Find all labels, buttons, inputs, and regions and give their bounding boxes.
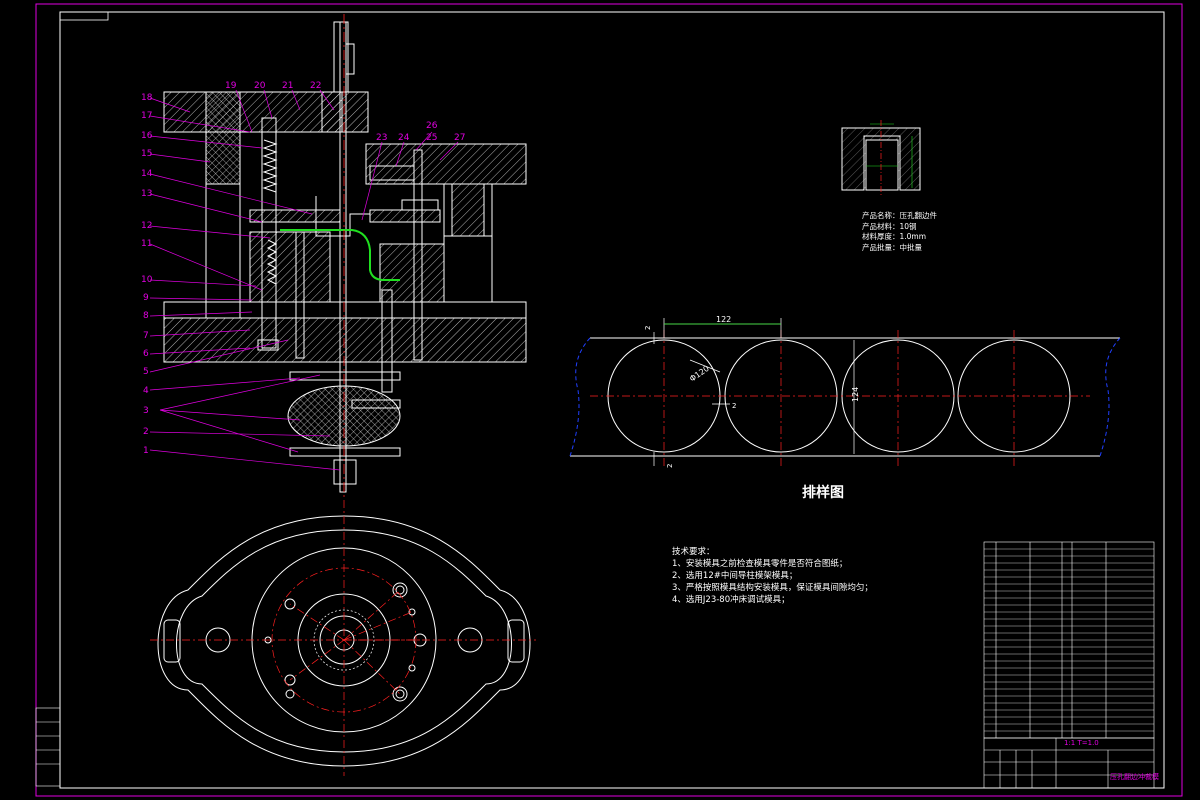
section-view xyxy=(163,21,527,493)
tech-requirement-item: 4、选用J23-80冲床调试模具； xyxy=(672,595,790,605)
product-dims xyxy=(866,123,913,188)
part-number: 20 xyxy=(254,81,266,91)
part-number: 6 xyxy=(143,349,149,359)
tech-requirements-title: 技术要求： xyxy=(672,547,715,557)
part-number: 8 xyxy=(143,311,149,321)
tech-requirement-item: 3、严格按照模具结构安装模具，保证模具间隙均匀； xyxy=(672,583,873,593)
part-numbers: 1 2 3 4 5 6 7 8 9 10 11 12 13 14 15 16 1… xyxy=(141,81,465,456)
part-number: 1 xyxy=(143,446,149,456)
diameter-dimension: Φ120 xyxy=(688,364,711,384)
left-stamp-box xyxy=(35,707,61,787)
outer-frame xyxy=(35,3,1183,797)
edge-dimension-top: 2 xyxy=(644,326,652,330)
part-number: 10 xyxy=(141,275,153,285)
part-number: 15 xyxy=(141,149,152,159)
product-info-line: 产品批量：中批量 xyxy=(862,242,922,252)
product-info: 产品名称：压孔翻边件 产品材料：10钢 材料厚度：1.0mm 产品批量：中批量 xyxy=(862,211,937,253)
scale-thickness-note: 1:1 T=1.0 xyxy=(1064,739,1099,747)
title-block xyxy=(983,737,1155,789)
part-number: 22 xyxy=(310,81,321,91)
part-number: 26 xyxy=(426,121,438,131)
product-info-line: 产品材料：10钢 xyxy=(862,221,917,231)
product-profile xyxy=(280,229,400,281)
strip-layout xyxy=(569,318,1121,466)
part-number: 25 xyxy=(426,133,437,143)
bom-rows xyxy=(984,548,1154,732)
corner-tag xyxy=(59,11,109,21)
part-number: 9 xyxy=(143,293,149,303)
layout-title: 排样图 xyxy=(802,485,844,501)
plan-view-centerlines xyxy=(150,500,536,776)
part-number: 13 xyxy=(141,189,152,199)
edge-dimension-mid: 2 xyxy=(732,402,736,410)
part-number: 27 xyxy=(454,133,465,143)
part-number: 7 xyxy=(143,331,149,341)
inner-frame xyxy=(59,11,1165,789)
tech-requirement-item: 1、安装模具之前检查模具零件是否符合图纸； xyxy=(672,559,848,569)
part-number: 23 xyxy=(376,133,387,143)
edge-dimension-bottom: 2 xyxy=(666,464,674,468)
part-number: 17 xyxy=(141,111,152,121)
part-number: 16 xyxy=(141,131,153,141)
tech-requirements: 技术要求： 1、安装模具之前检查模具零件是否符合图纸； 2、选用12#中间导柱模… xyxy=(672,546,972,606)
part-number: 14 xyxy=(141,169,153,179)
part-number: 5 xyxy=(143,367,149,377)
title-block-drawing-name: 压孔翻边冲裁模 xyxy=(1110,773,1159,781)
product-info-line: 产品名称：压孔翻边件 xyxy=(862,211,937,220)
part-number: 4 xyxy=(143,386,149,396)
leader-lines xyxy=(149,89,459,471)
product-info-line: 材料厚度：1.0mm xyxy=(862,232,927,241)
part-number: 2 xyxy=(143,427,149,437)
part-number: 12 xyxy=(141,221,152,231)
part-number: 18 xyxy=(141,93,153,103)
part-number: 19 xyxy=(225,81,237,91)
part-number: 24 xyxy=(398,133,410,143)
strip-width-dimension: 124 xyxy=(851,387,860,402)
tech-requirement-item: 2、选用12#中间导柱模架模具； xyxy=(672,571,798,581)
pitch-dimension: 122 xyxy=(716,315,731,324)
part-number: 21 xyxy=(282,81,293,91)
part-number: 11 xyxy=(141,239,152,249)
part-number: 3 xyxy=(143,406,149,416)
